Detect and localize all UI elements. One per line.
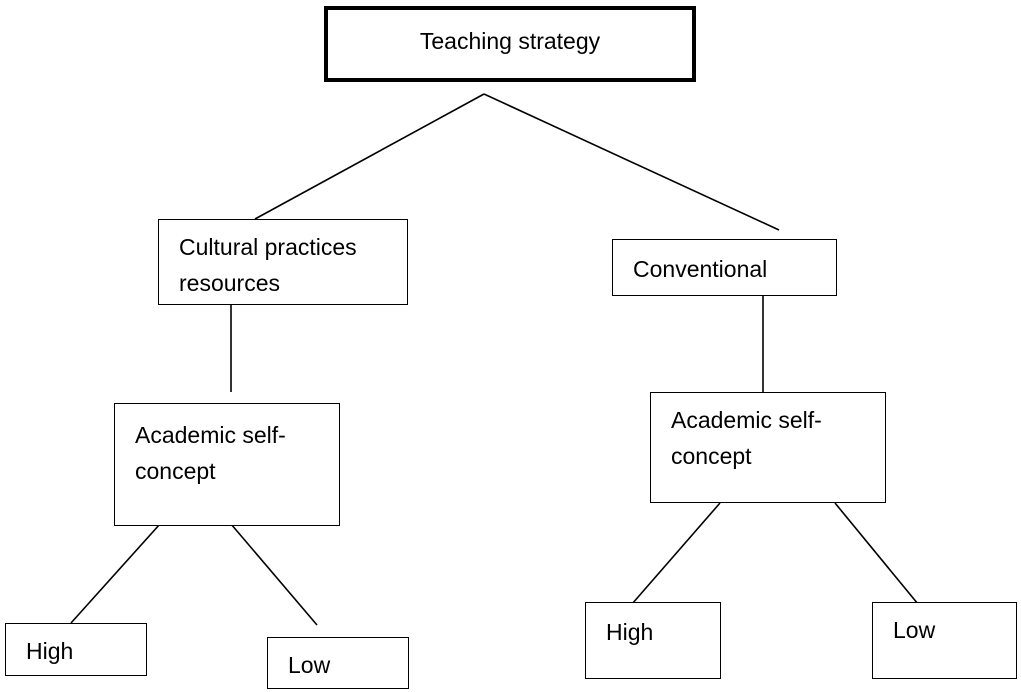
edge-root-to-conventional	[483, 93, 780, 231]
edge-right-concept-to-high	[631, 502, 721, 605]
edge-left-concept-to-high	[70, 523, 161, 624]
academic-self-concept-left-line-1: Academic self-	[135, 422, 286, 448]
high-node-right: High	[585, 602, 721, 679]
conventional-label: Conventional	[633, 256, 768, 282]
low-right-label: Low	[893, 617, 936, 643]
teaching-strategy-node: Teaching strategy	[324, 6, 696, 82]
conventional-node: Conventional	[612, 239, 837, 296]
edge-left-concept-to-low	[230, 523, 318, 626]
academic-self-concept-right-line-2: concept	[671, 442, 752, 469]
low-node-right: Low	[872, 602, 1017, 679]
edge-right-concept-to-low	[834, 502, 919, 605]
academic-self-concept-left-line-2: concept	[135, 457, 216, 484]
high-node-left: High	[5, 623, 147, 676]
cultural-practices-label-line-2: resources	[179, 269, 280, 296]
academic-self-concept-node-left: Academic self- concept	[114, 403, 340, 526]
academic-self-concept-node-right: Academic self- concept	[650, 392, 886, 503]
low-node-left: Low	[267, 637, 409, 689]
high-right-label: High	[606, 619, 654, 645]
edge-root-to-cultural	[254, 93, 485, 220]
cultural-practices-label-line-1: Cultural practices	[179, 234, 357, 260]
academic-self-concept-right-line-1: Academic self-	[671, 407, 822, 433]
cultural-practices-resources-node: Cultural practices resources	[158, 219, 408, 305]
low-left-label: Low	[288, 652, 331, 678]
high-left-label: High	[26, 638, 74, 664]
teaching-strategy-label: Teaching strategy	[419, 28, 601, 54]
